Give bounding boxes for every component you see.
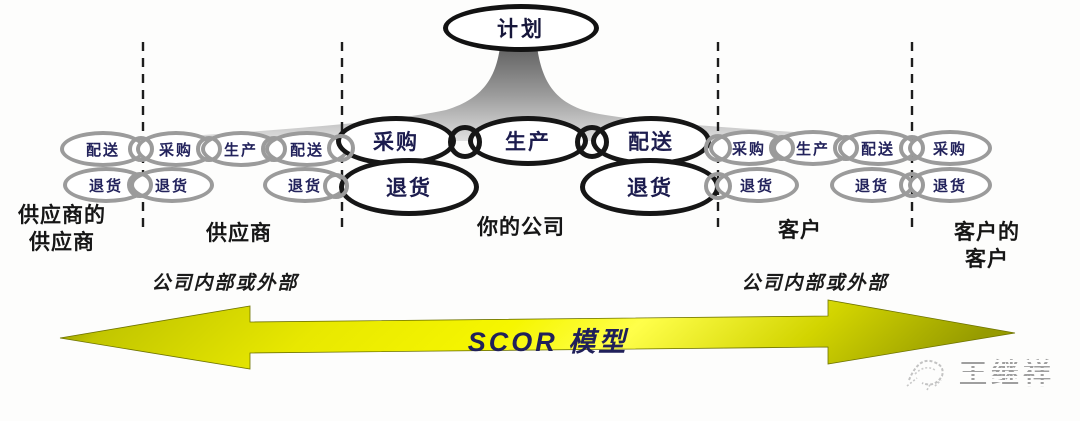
process-label: 退货 xyxy=(739,177,774,195)
process-label: 配送 xyxy=(85,141,120,159)
zone-label: 供应商 xyxy=(206,222,272,245)
watermark-text: 王继祥 xyxy=(959,352,1055,392)
process-label: 退货 xyxy=(386,177,432,200)
process-label: 采购 xyxy=(932,140,967,158)
zone-label: 供应商的 供应商 xyxy=(18,204,106,254)
scope-label: 公司内部或外部 xyxy=(151,273,299,294)
process-ellipse: 配送 xyxy=(60,131,146,167)
process-label: 退货 xyxy=(287,177,322,195)
process-ellipse: 退货 xyxy=(580,158,720,216)
zone-label: 客户 xyxy=(778,219,822,242)
process-label: 退货 xyxy=(932,177,967,195)
process-label: 采购 xyxy=(731,140,766,158)
plan-label: 计划 xyxy=(497,18,545,41)
chain-connector xyxy=(127,172,153,198)
watermark: 王继祥 xyxy=(905,350,1055,394)
process-label: 退货 xyxy=(154,177,189,195)
process-label: 退货 xyxy=(854,177,889,195)
zone-label: 客户的 客户 xyxy=(954,221,1020,271)
process-label: 生产 xyxy=(795,140,830,158)
process-ellipse: 退货 xyxy=(339,158,479,216)
process-label: 采购 xyxy=(158,141,193,159)
process-label: 配送 xyxy=(860,140,895,158)
process-label: 退货 xyxy=(627,177,673,200)
process-label: 退货 xyxy=(88,177,123,195)
process-ellipse: 退货 xyxy=(908,167,992,203)
bird-scribble-icon xyxy=(906,359,944,391)
zone-label: 你的公司 xyxy=(477,216,565,239)
process-label: 配送 xyxy=(289,141,324,159)
chain-connector xyxy=(323,173,349,199)
process-label: 生产 xyxy=(223,141,258,159)
scope-label: 公司内部或外部 xyxy=(741,273,889,294)
